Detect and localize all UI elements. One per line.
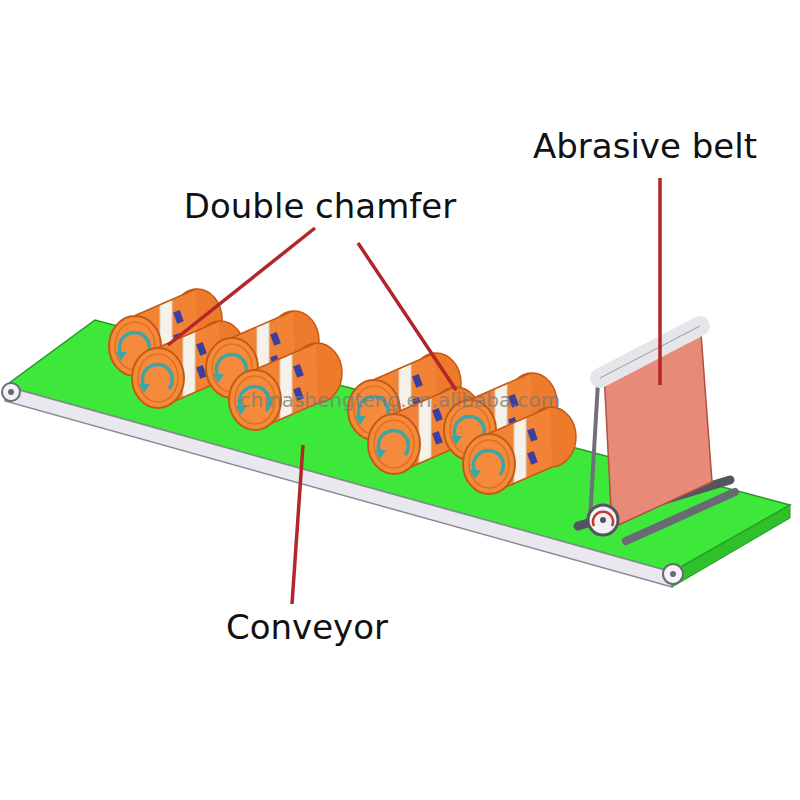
- belt-frame: [590, 382, 598, 520]
- part-label: Double chamfer: [184, 188, 456, 225]
- drive-wheel: [588, 505, 618, 535]
- part-label: Abrasive belt: [533, 128, 757, 165]
- conveyor-roller-axle: [670, 571, 676, 577]
- watermark: chinashengteng.en.alibaba.com: [240, 389, 561, 411]
- leader-line: [168, 228, 315, 345]
- double-chamfer-part: [229, 343, 342, 430]
- rotation-arrow: [593, 512, 613, 526]
- double-chamfer-part: [463, 407, 576, 494]
- belt-roller-edge: [600, 326, 700, 378]
- conveyor-frame: [5, 386, 672, 587]
- conveyor-roller: [663, 564, 683, 584]
- belt-roller: [600, 326, 700, 378]
- conveyor-belt-edge: [672, 505, 790, 587]
- drive-wheel-axle: [600, 517, 606, 523]
- conveyor-roller: [2, 383, 20, 401]
- leader-line: [292, 445, 303, 604]
- leader-line: [658, 178, 662, 385]
- leader-line: [358, 243, 456, 390]
- conveyor-roller-axle: [8, 389, 14, 395]
- part-label: Conveyor: [226, 609, 388, 646]
